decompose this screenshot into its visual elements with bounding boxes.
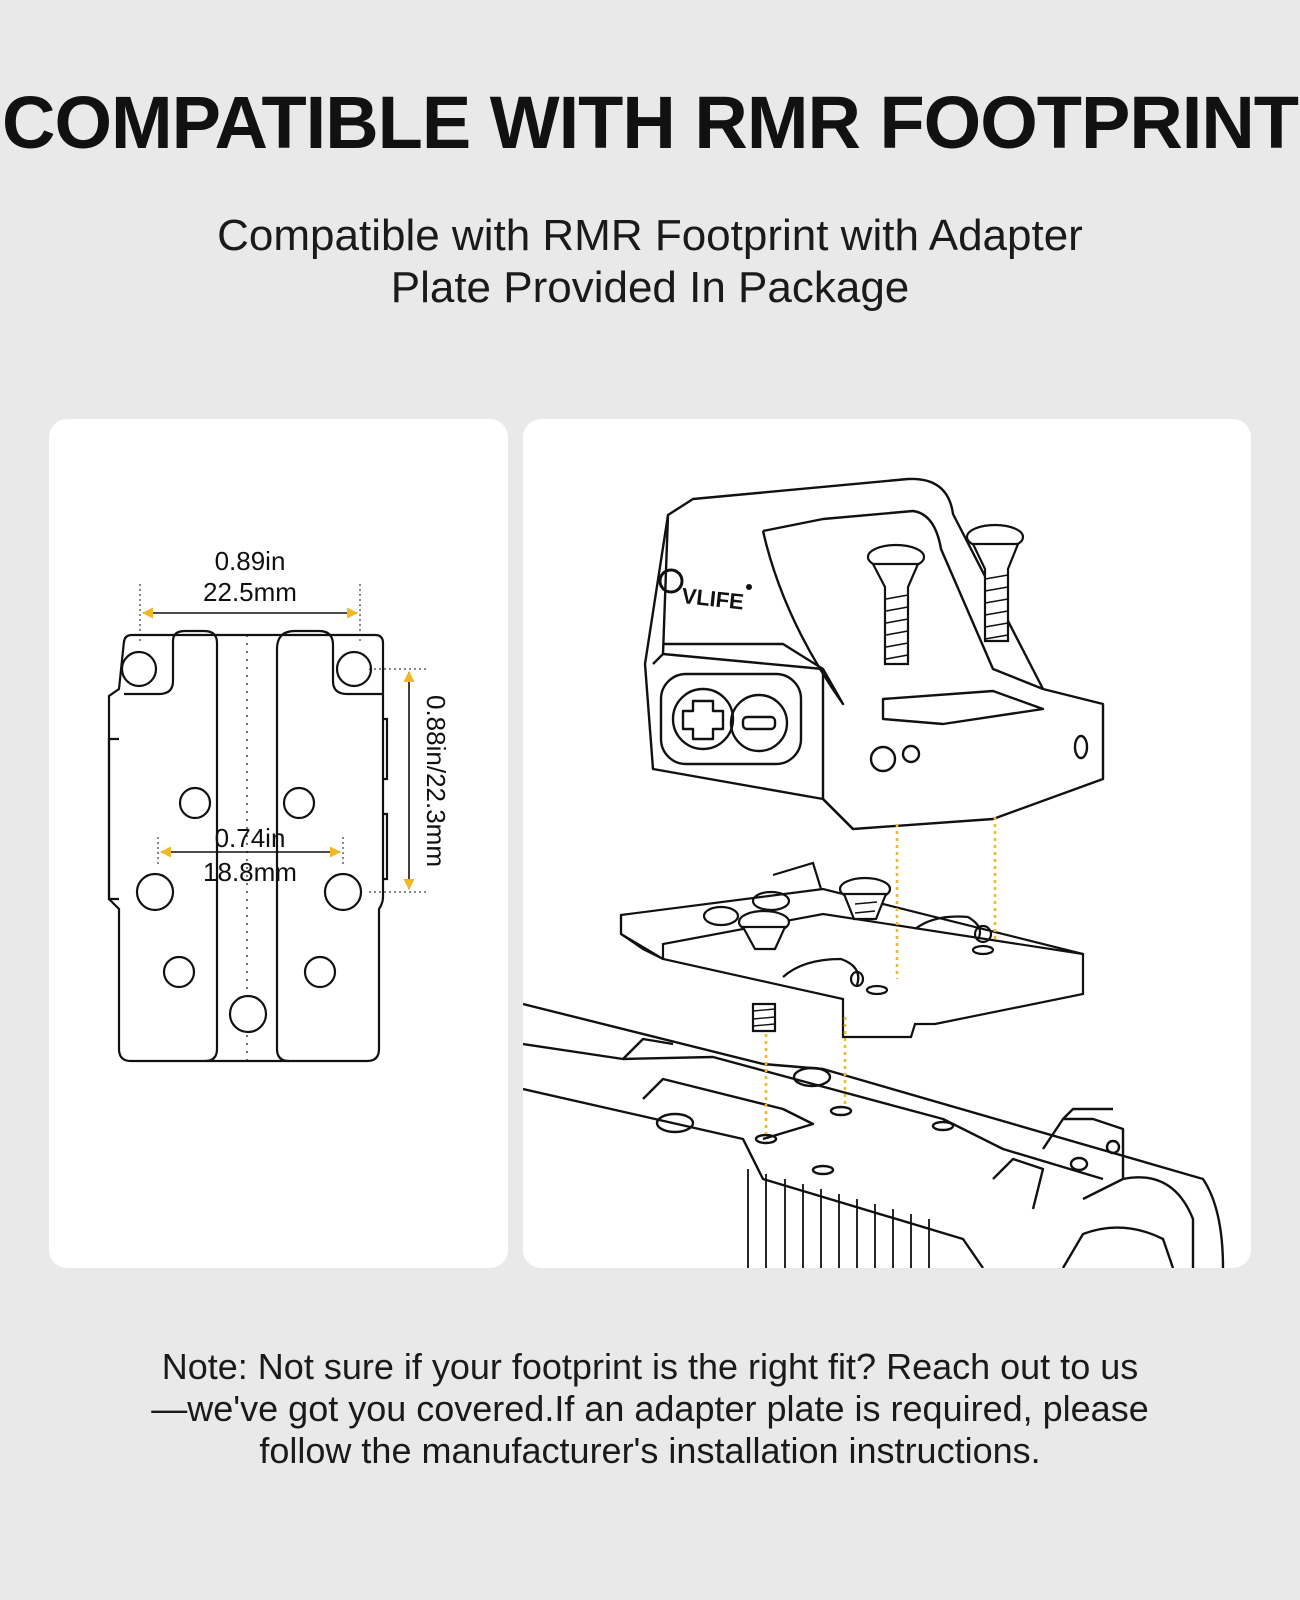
width-mm-label: 22.5mm bbox=[203, 577, 297, 607]
alignment-guides bbox=[764, 817, 997, 1134]
fitment-note: Note: Not sure if your footprint is the … bbox=[100, 1346, 1200, 1472]
width-dimension: 0.89in 22.5mm bbox=[139, 546, 361, 644]
red-dot-sight bbox=[643, 477, 1105, 831]
footprint-dimension-panel: 0.89in 22.5mm 0.74in 18.8mm 0.88in/22.3m… bbox=[49, 419, 508, 1268]
width-in-label: 0.89in bbox=[215, 546, 286, 576]
page-subtitle: Compatible with RMR Footprint with Adapt… bbox=[150, 210, 1150, 314]
brand-logo-icon bbox=[658, 568, 684, 594]
hole-spacing-dimension: 0.74in 18.8mm bbox=[157, 823, 344, 887]
hole-spacing-in-label: 0.74in bbox=[215, 823, 286, 853]
mount-holes bbox=[120, 650, 373, 1034]
note-line-1: Note: Not sure if your footprint is the … bbox=[161, 1346, 1139, 1387]
subtitle-line-2: Plate Provided In Package bbox=[390, 263, 910, 312]
subtitle-line-1: Compatible with RMR Footprint with Adapt… bbox=[217, 211, 1083, 260]
footprint-drawing: 0.89in 22.5mm 0.74in 18.8mm 0.88in/22.3m… bbox=[107, 546, 451, 1063]
note-line-3: follow the manufacturer's installation i… bbox=[259, 1430, 1041, 1471]
page-title: COMPATIBLE WITH RMR FOOTPRINT bbox=[2, 81, 1299, 164]
note-line-2: —we've got you covered.If an adapter pla… bbox=[151, 1388, 1149, 1429]
brand-logo-text: VLIFE bbox=[680, 583, 745, 614]
top-screws bbox=[866, 523, 1025, 666]
brand-logo: VLIFE bbox=[658, 568, 752, 614]
plate-screws bbox=[737, 876, 892, 1033]
mount-outline bbox=[107, 629, 389, 1063]
length-label: 0.88in/22.3mm bbox=[421, 695, 451, 867]
length-dimension: 0.88in/22.3mm bbox=[369, 668, 451, 893]
exploded-install-panel: VLIFE bbox=[523, 419, 1251, 1268]
exploded-drawing: VLIFE bbox=[523, 477, 1225, 1268]
pistol-slide bbox=[523, 1002, 1225, 1268]
hole-spacing-mm-label: 18.8mm bbox=[203, 857, 297, 887]
